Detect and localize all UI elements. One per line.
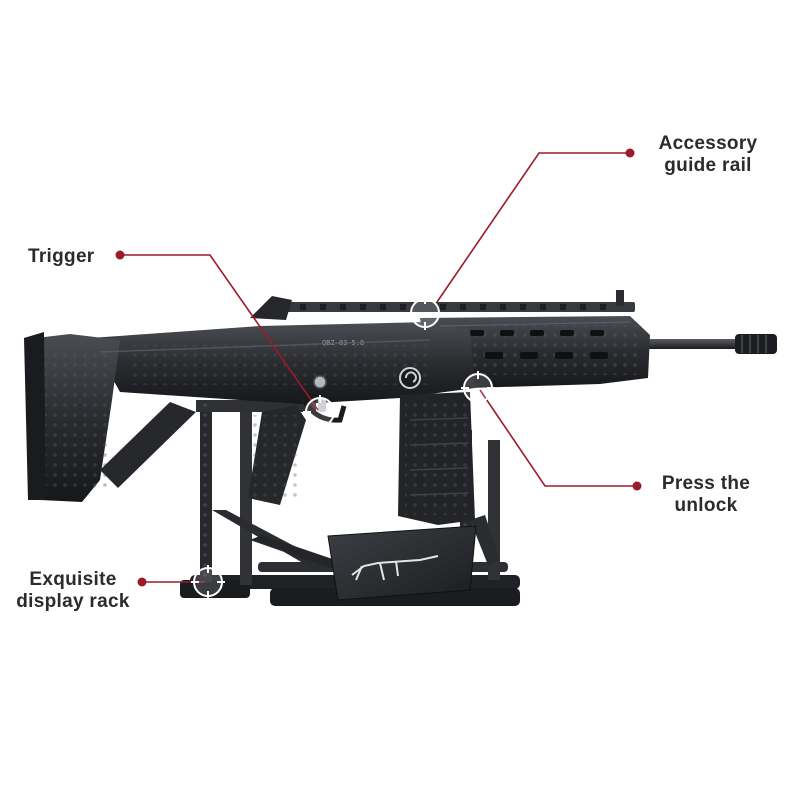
label-accessory-line1: Accessory xyxy=(658,133,758,154)
trigger-pin xyxy=(313,375,327,389)
rifle-silhouette-emblem xyxy=(351,555,439,581)
front-sight xyxy=(616,290,624,306)
callout-dot-display-rack xyxy=(137,577,147,587)
rack-right-brace xyxy=(470,515,500,565)
reticle-accessory-rail-icon xyxy=(408,296,442,330)
butt-plate xyxy=(24,332,46,500)
label-unlock-line1: Press the xyxy=(661,473,751,494)
reticle-markers xyxy=(191,296,495,599)
callout-line-accessory-rail xyxy=(436,152,630,303)
label-exquisite-display-rack: Exquisite display rack xyxy=(10,569,136,613)
trigger-guard xyxy=(297,391,347,423)
callout-dot-accessory-rail xyxy=(625,148,635,158)
callout-dot-press-unlock xyxy=(632,481,642,491)
reticle-display-rack-icon xyxy=(191,565,225,599)
label-press-the-unlock: Press the unlock xyxy=(656,473,756,517)
rack-base-right xyxy=(270,588,520,606)
barrel xyxy=(640,339,745,349)
display-plate xyxy=(327,525,477,601)
label-trigger-text: Trigger xyxy=(28,246,95,267)
label-accessory-line2: guide rail xyxy=(664,155,752,176)
rack-left-post-2 xyxy=(240,410,252,585)
reticle-press-unlock-icon xyxy=(461,371,495,405)
rack-base-left xyxy=(180,580,250,598)
rear-sight xyxy=(250,296,292,320)
stock-brace xyxy=(100,402,196,488)
callout-dot-trigger xyxy=(115,250,125,260)
label-unlock-line2: unlock xyxy=(674,495,738,516)
rifle-model: QBZ-03 5.8 xyxy=(24,290,777,525)
label-rack-line2: display rack xyxy=(16,591,130,612)
reticle-trigger-icon xyxy=(303,395,337,429)
callout-line-press-unlock xyxy=(479,389,637,487)
callout-line-trigger xyxy=(120,254,319,411)
label-rack-line1: Exquisite xyxy=(29,569,117,590)
receiver-emblem-icon xyxy=(399,367,421,389)
label-accessory-guide-rail: Accessory guide rail xyxy=(648,133,768,177)
rack-left-brace-2 xyxy=(250,535,350,570)
label-trigger: Trigger xyxy=(28,246,95,268)
